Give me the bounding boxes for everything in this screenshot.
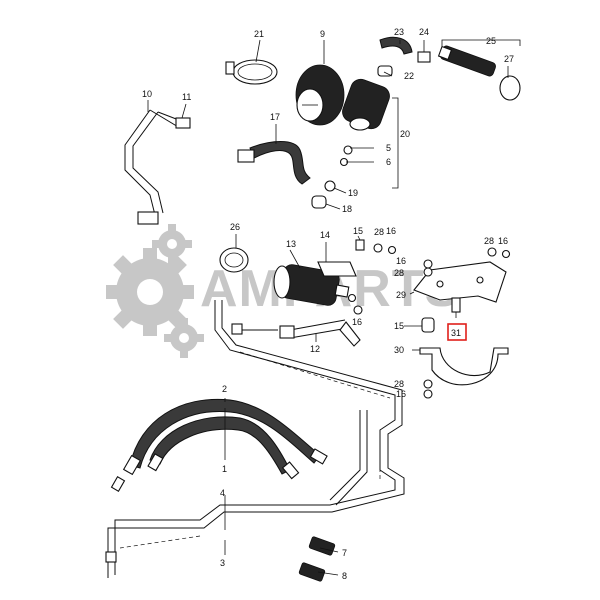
callout-28-bracket: 28 <box>394 268 404 278</box>
hose-fitting <box>105 551 117 563</box>
callout-7: 7 <box>342 548 347 558</box>
strap-30 <box>419 347 509 386</box>
gear-icon <box>164 318 204 358</box>
highlight-box <box>447 323 467 341</box>
callout-17: 17 <box>270 112 280 122</box>
callout-11: 11 <box>182 92 191 102</box>
hose-fitting <box>122 454 142 476</box>
mount-15 <box>421 317 435 333</box>
callout-27: 27 <box>504 54 514 64</box>
callout-labels: 2 1 4 3 7 8 9 10 11 12 13 14 15 15 16 16… <box>142 27 514 581</box>
hose-fitting <box>237 149 255 163</box>
hose-fitting <box>231 323 243 335</box>
hose-fitting <box>110 476 126 492</box>
washer-28 <box>347 293 357 303</box>
callout-19: 19 <box>348 188 358 198</box>
connector-7 <box>308 536 336 556</box>
hose-fitting <box>339 321 361 347</box>
hose-fitting <box>281 461 300 480</box>
callout-13: 13 <box>286 239 296 249</box>
bolt-15 <box>355 239 365 251</box>
callout-3: 3 <box>220 558 225 568</box>
callout-23: 23 <box>394 27 404 37</box>
callout-15-top: 15 <box>353 226 363 236</box>
callout-2: 2 <box>222 384 227 394</box>
callout-28-bottom: 28 <box>394 379 404 389</box>
fuel-filter-20 <box>339 78 390 167</box>
hose-17 <box>237 141 311 185</box>
bolt-31 <box>451 297 461 313</box>
washer-28 <box>423 267 433 277</box>
elbow-23 <box>379 36 413 55</box>
seal-27 <box>499 75 521 101</box>
callout-24: 24 <box>419 27 429 37</box>
leader-lines <box>147 39 509 576</box>
fuel-lines <box>107 300 405 578</box>
clamp-26-inner <box>224 252 244 268</box>
nut-16 <box>387 245 397 255</box>
washer-28 <box>487 247 497 257</box>
callout-6: 6 <box>386 157 391 167</box>
washer-28 <box>423 379 433 389</box>
fitting-24 <box>417 51 431 63</box>
callout-22: 22 <box>404 71 414 81</box>
nut-16 <box>353 305 363 315</box>
gear-icon <box>152 224 192 264</box>
clamp-screw <box>225 61 235 75</box>
callout-31: 31 <box>451 328 461 338</box>
hose-2 <box>129 398 321 469</box>
gear-icon <box>106 248 194 336</box>
hose-fitting <box>147 453 164 472</box>
hose-fitting <box>279 325 295 339</box>
callout-10: 10 <box>142 89 152 99</box>
callout-26: 26 <box>230 222 240 232</box>
clamp-21-inner <box>237 63 273 81</box>
callout-9: 9 <box>320 29 325 39</box>
nut-16 <box>423 389 433 399</box>
callout-16-bottom: 16 <box>396 389 406 399</box>
callout-20: 20 <box>400 129 410 139</box>
hose-10 <box>124 109 191 225</box>
callout-25: 25 <box>486 36 496 46</box>
fuel-line-12 <box>231 319 361 347</box>
callout-29: 29 <box>396 290 406 300</box>
bracket-25 <box>441 39 521 46</box>
callout-28-top: 28 <box>374 227 384 237</box>
cap-18 <box>311 195 327 209</box>
callout-16-pump: 16 <box>352 317 362 327</box>
callout-8: 8 <box>342 571 347 581</box>
seal-ring-19 <box>324 180 336 192</box>
callout-18: 18 <box>342 204 352 214</box>
hose-fitting <box>309 448 328 465</box>
callout-15-right: 15 <box>394 321 404 331</box>
callout-30: 30 <box>394 345 404 355</box>
connector-8 <box>298 562 326 582</box>
nut-16 <box>501 249 511 259</box>
callout-1: 1 <box>222 464 227 474</box>
clamp-26 <box>219 247 249 273</box>
nut-16 <box>423 259 433 269</box>
bracket-20 <box>392 97 399 189</box>
callout-16-bracket: 16 <box>396 256 406 266</box>
clamp-11 <box>175 117 191 129</box>
washer-28 <box>373 243 383 253</box>
hose-fitting <box>137 211 159 225</box>
bracket-29 <box>413 261 507 303</box>
callout-21: 21 <box>254 29 264 39</box>
callout-12: 12 <box>310 344 320 354</box>
callout-5: 5 <box>386 143 391 153</box>
callout-4: 4 <box>220 488 225 498</box>
callout-28-right: 28 <box>484 236 494 246</box>
filter-boot-9 <box>295 64 345 126</box>
fuel-line-25 <box>437 45 496 77</box>
callout-14: 14 <box>320 230 330 240</box>
clamp-22 <box>377 65 393 77</box>
callout-16-right: 16 <box>498 236 508 246</box>
callout-16-top: 16 <box>386 226 396 236</box>
bracket-14 <box>317 261 357 277</box>
